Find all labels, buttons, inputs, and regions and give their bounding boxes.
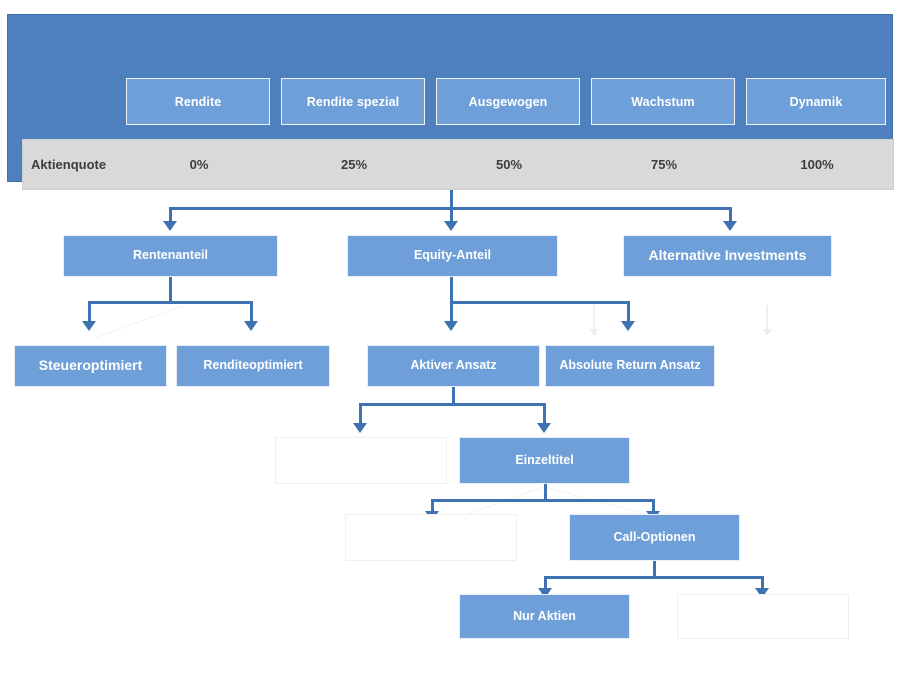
ghost-arrow-alternative	[762, 329, 772, 336]
connector-einzeltitel-bus	[431, 499, 655, 502]
arrow-to-absolute-return-ansatz	[621, 321, 635, 331]
arrow-to-renditeoptimiert	[244, 321, 258, 331]
arrow-to-steueroptimiert	[82, 321, 96, 331]
strategy-card-label: Rendite spezial	[306, 94, 400, 109]
node-label: Renditeoptimiert	[203, 358, 303, 373]
node-aktiver-ansatz[interactable]: Aktiver Ansatz	[367, 345, 540, 387]
connector-equity-trunk	[450, 277, 453, 303]
node-level4-empty[interactable]	[345, 514, 517, 561]
node-label: Rentenanteil	[132, 248, 208, 263]
connector-level1-drop-right	[729, 207, 732, 222]
connector-rentenanteil-trunk	[169, 277, 172, 303]
connector-call-optionen-drop-right	[761, 576, 764, 589]
ghost-connector-rentenanteil	[96, 305, 183, 338]
connector-rentenanteil-drop-left	[88, 301, 91, 322]
node-steueroptimiert[interactable]: Steueroptimiert	[14, 345, 167, 387]
strategy-card-label: Wachstum	[631, 94, 695, 109]
node-renditeoptimiert[interactable]: Renditeoptimiert	[176, 345, 330, 387]
connector-aktiver-trunk	[452, 387, 455, 405]
node-level5-empty[interactable]	[677, 594, 849, 639]
connector-rentenanteil-drop-right	[250, 301, 253, 322]
arrow-to-alternative-investments	[723, 221, 737, 231]
connector-call-optionen-drop-left	[544, 576, 547, 589]
strategy-card-rendite[interactable]: Rendite	[126, 78, 270, 125]
connector-equity-bus	[450, 301, 630, 304]
node-rentenanteil[interactable]: Rentenanteil	[63, 235, 278, 277]
aktienquote-value-rendite-spezial: 25%	[340, 157, 368, 172]
aktienquote-value-dynamik: 100%	[800, 157, 834, 172]
strategy-card-wachstum[interactable]: Wachstum	[591, 78, 735, 125]
ghost-connector-equity-stem	[593, 305, 595, 330]
node-label: Steueroptimiert	[38, 357, 143, 374]
ghost-arrow-equity	[589, 329, 599, 336]
node-label: Call-Optionen	[613, 529, 696, 544]
node-label: Equity-Anteil	[413, 248, 492, 263]
connector-level1-drop-left	[169, 207, 172, 222]
connector-einzeltitel-drop-right	[652, 499, 655, 512]
strategy-card-rendite-spezial[interactable]: Rendite spezial	[281, 78, 425, 125]
strategy-card-label: Ausgewogen	[468, 94, 548, 109]
connector-aktiver-bus	[359, 403, 546, 406]
connector-call-optionen-trunk	[653, 561, 656, 578]
connector-einzeltitel-drop-left	[431, 499, 434, 512]
connector-einzeltitel-trunk	[544, 484, 547, 501]
arrow-to-equity-anteil	[444, 221, 458, 231]
aktienquote-value-rendite: 0%	[189, 157, 209, 172]
node-label: Einzeltitel	[515, 452, 574, 467]
connector-equity-drop-left	[450, 301, 453, 322]
arrow-to-rentenanteil	[163, 221, 177, 231]
strategy-card-label: Dynamik	[789, 94, 843, 109]
strategy-card-label: Rendite	[174, 94, 222, 109]
aktienquote-value-ausgewogen: 50%	[495, 157, 523, 172]
connector-panel-trunk	[450, 182, 453, 209]
arrow-to-level3-empty	[353, 423, 367, 433]
node-alternative-investments[interactable]: Alternative Investments	[623, 235, 832, 277]
ghost-connector-alternative-stem	[766, 305, 768, 330]
node-level3-empty[interactable]	[275, 437, 447, 484]
node-label: Alternative Investments	[648, 247, 807, 264]
connector-aktiver-drop-right	[543, 403, 546, 424]
arrow-to-aktiver-ansatz	[444, 321, 458, 331]
node-label: Aktiver Ansatz	[410, 358, 497, 373]
arrow-to-level5-empty	[755, 588, 769, 598]
header-panel: Rendite Rendite spezial Ausgewogen Wachs…	[7, 14, 894, 190]
connector-equity-drop-right	[627, 301, 630, 322]
strategy-card-dynamik[interactable]: Dynamik	[746, 78, 886, 125]
aktienquote-row-label: Aktienquote	[31, 157, 107, 172]
aktienquote-row: Aktienquote 0% 25% 50% 75% 100%	[22, 139, 894, 190]
node-equity-anteil[interactable]: Equity-Anteil	[347, 235, 558, 277]
node-call-optionen[interactable]: Call-Optionen	[569, 514, 740, 561]
node-absolute-return-ansatz[interactable]: Absolute Return Ansatz	[545, 345, 715, 387]
node-label: Nur Aktien	[513, 608, 576, 623]
connector-aktiver-drop-left	[359, 403, 362, 424]
connector-rentenanteil-bus	[88, 301, 253, 304]
arrow-to-nur-aktien	[538, 588, 552, 598]
connector-call-optionen-bus	[544, 576, 764, 579]
aktienquote-value-wachstum: 75%	[650, 157, 678, 172]
strategy-card-ausgewogen[interactable]: Ausgewogen	[436, 78, 580, 125]
node-einzeltitel[interactable]: Einzeltitel	[459, 437, 630, 484]
node-nur-aktien[interactable]: Nur Aktien	[459, 594, 630, 639]
node-label: Absolute Return Ansatz	[559, 358, 701, 373]
arrow-to-einzeltitel	[537, 423, 551, 433]
connector-level1-drop-mid	[450, 207, 453, 222]
